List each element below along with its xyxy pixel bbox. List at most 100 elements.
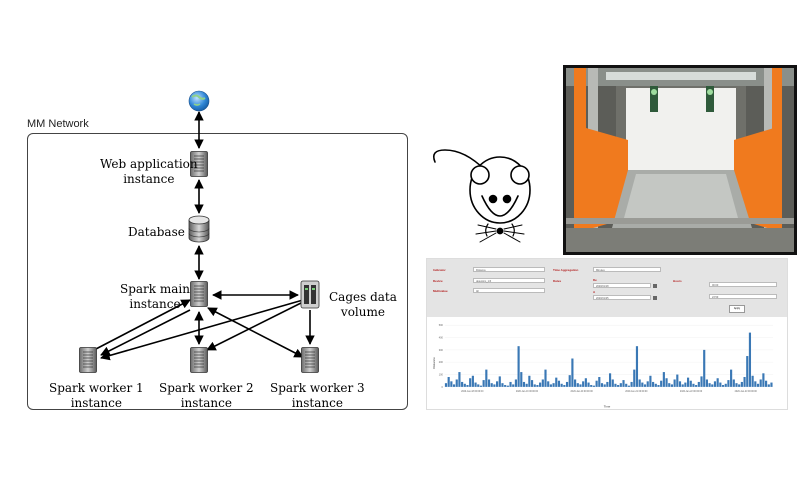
chart-bar [759,379,762,387]
date-to-input[interactable]: 2020/01/25 [593,295,651,300]
time-aggregation-select[interactable]: Minutes [593,267,661,272]
chart-bar [738,384,741,387]
edge-spark-w1-a [100,309,191,356]
chart-bar [452,384,456,387]
chart-bar [765,380,768,387]
chart-bar [713,381,717,387]
chart-bar [469,378,472,387]
chart-bar [641,382,644,387]
chart-bar [643,384,647,387]
chart-bar [450,381,453,387]
hour-from-select[interactable]: 00:00 [709,282,777,287]
edge-spark-w3 [207,307,304,358]
chart-bar [512,384,515,387]
chart-bar [689,380,692,387]
indicator-select[interactable]: Distance [473,267,545,272]
chart-bar [606,381,609,387]
time-aggregation-label: Time Aggregation [553,268,579,272]
chart-bar [681,384,684,387]
y-tick-label: 400 [439,337,444,340]
chart-bar [622,380,625,387]
x-tick-label: 2020-Jan-18 00:00:00 [461,391,484,393]
chart-bar [611,379,614,387]
chart-bar [482,380,485,387]
network-boundary [27,133,408,410]
date-to-label: A [593,290,596,294]
y-tick-label: 0 [442,386,444,389]
device-select[interactable]: detectors_1/3 [473,278,545,283]
chart-bar [584,378,587,387]
chart-bar [695,385,698,387]
chart-bar [565,381,569,387]
x-axis-label: Time [604,405,611,409]
chart-bar [668,383,671,387]
chart-bar [571,358,574,387]
chart-bar [670,384,674,387]
chart-bar [544,369,547,387]
device-label: Device [433,279,443,283]
y-tick-label: 300 [439,349,444,352]
hour-to-select[interactable]: 23:59 [709,294,777,299]
chart-bar [458,372,461,387]
edge-cages-w2 [206,301,304,351]
server-tower-icon [79,347,97,373]
chart-bar [646,381,649,387]
mouse-cage-photo [563,65,797,255]
hours-label: Hours [673,279,682,283]
chart-bar [487,379,491,387]
database-label: Database [128,225,185,239]
chart-bar [528,375,531,387]
mouse-drawing [432,149,531,243]
server-tower-icon [301,347,319,373]
chart-bar [746,356,749,387]
chart-bar [770,382,773,387]
chart-bar [751,375,754,387]
edge-cages-w1 [100,299,304,361]
chart-bar [522,381,526,387]
chart-bar [504,385,507,387]
chart-bar [692,383,695,387]
chart-bar [727,380,730,387]
calendar-icon[interactable] [653,295,657,300]
chart-bar [506,385,509,387]
multivalue-select[interactable]: All [473,288,545,293]
y-tick-label: 100 [439,374,444,377]
chart-bar [700,376,703,387]
chart-bar [654,383,657,387]
chart-bar [719,382,722,387]
x-tick-label: 2020-Jan-23 00:00:00 [735,391,758,393]
multivalue-label: Multivalue [433,289,448,293]
chart-bar [592,385,596,387]
chart-bar [627,385,630,387]
dashboard-panel: Indicator Distance Time Aggregation Minu… [426,258,788,410]
chart-bar [549,384,552,387]
chart-bar [485,369,488,387]
edge-spark-w1-b [93,299,191,351]
chart-bar [501,383,504,387]
server-tower-icon [190,347,208,373]
chart-bar [735,383,738,387]
chart-bar [547,381,550,387]
chart-bar [608,373,612,387]
chart-bar [560,383,563,387]
chart-bar [724,383,727,387]
chart-bar [730,369,733,387]
chart-bar [557,380,561,387]
chart-bar [721,385,725,387]
nas-storage-icon [300,280,320,309]
chart-bar [574,379,577,387]
chart-bar [711,384,714,387]
chart-bar [525,383,528,387]
apply-button[interactable]: Apply [729,305,745,313]
chart-bar [579,384,582,387]
date-from-input[interactable]: 2020/01/18 [593,283,651,288]
chart-bar [509,381,512,387]
chart-bar [563,385,566,387]
y-axis-label: Distance [432,357,436,369]
calendar-icon[interactable] [653,283,657,288]
